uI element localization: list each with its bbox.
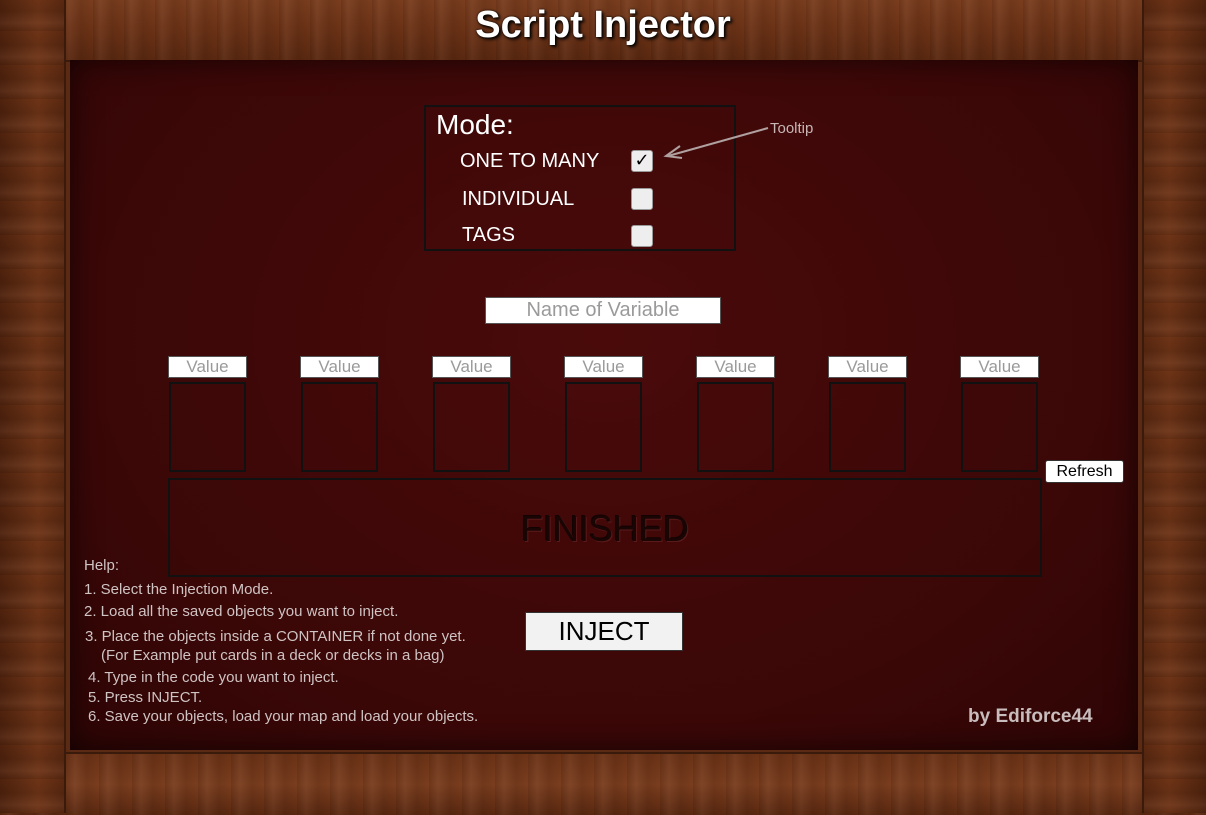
help-line-4: 4. Type in the code you want to inject.: [88, 669, 339, 686]
mode-option-tags-label: TAGS: [462, 224, 515, 246]
tooltip-label: Tooltip: [770, 120, 814, 137]
mode-tags-checkbox[interactable]: [631, 225, 653, 247]
help-line-2: 2. Load all the saved objects you want t…: [84, 603, 399, 620]
help-line-3-example: (For Example put cards in a deck or deck…: [101, 647, 445, 664]
help-line-6: 6. Save your objects, load your map and …: [88, 708, 479, 725]
variable-name-input[interactable]: Name of Variable: [485, 297, 721, 324]
value-box-3[interactable]: [433, 382, 510, 472]
status-text: FINISHED: [520, 508, 689, 549]
value-box-6[interactable]: [829, 382, 906, 472]
tooltip-arrow-icon: [663, 127, 769, 159]
mode-individual-checkbox[interactable]: [631, 188, 653, 210]
value-input-7[interactable]: Value: [960, 356, 1039, 378]
page-title: Script Injector: [475, 4, 731, 46]
frame-bottom: [0, 752, 1206, 815]
value-input-5[interactable]: Value: [696, 356, 775, 378]
author-credit: by Ediforce44: [968, 706, 1093, 727]
value-input-2[interactable]: Value: [300, 356, 379, 378]
value-input-6[interactable]: Value: [828, 356, 907, 378]
value-box-5[interactable]: [697, 382, 774, 472]
inject-button[interactable]: INJECT: [525, 612, 683, 651]
mode-box: Mode: ONE TO MANY ✓ INDIVIDUAL TAGS: [424, 105, 736, 251]
value-box-4[interactable]: [565, 382, 642, 472]
mode-one-to-many-checkbox[interactable]: ✓: [631, 150, 653, 172]
frame-right: [1142, 0, 1206, 813]
value-input-3[interactable]: Value: [432, 356, 511, 378]
help-line-5: 5. Press INJECT.: [88, 689, 203, 706]
frame-left: [0, 0, 66, 813]
help-title: Help:: [84, 557, 120, 574]
value-input-1[interactable]: Value: [168, 356, 247, 378]
value-input-4[interactable]: Value: [564, 356, 643, 378]
help-line-3: 3. Place the objects inside a CONTAINER …: [85, 628, 466, 645]
help-line-1: 1. Select the Injection Mode.: [84, 581, 274, 598]
mode-option-one-to-many-label: ONE TO MANY: [460, 150, 600, 172]
mode-option-individual-label: INDIVIDUAL: [462, 188, 575, 210]
value-box-2[interactable]: [301, 382, 378, 472]
mode-label: Mode:: [436, 109, 514, 140]
refresh-button[interactable]: Refresh: [1045, 460, 1124, 483]
code-area[interactable]: FINISHED: [168, 478, 1042, 577]
value-box-7[interactable]: [961, 382, 1038, 472]
value-box-1[interactable]: [169, 382, 246, 472]
